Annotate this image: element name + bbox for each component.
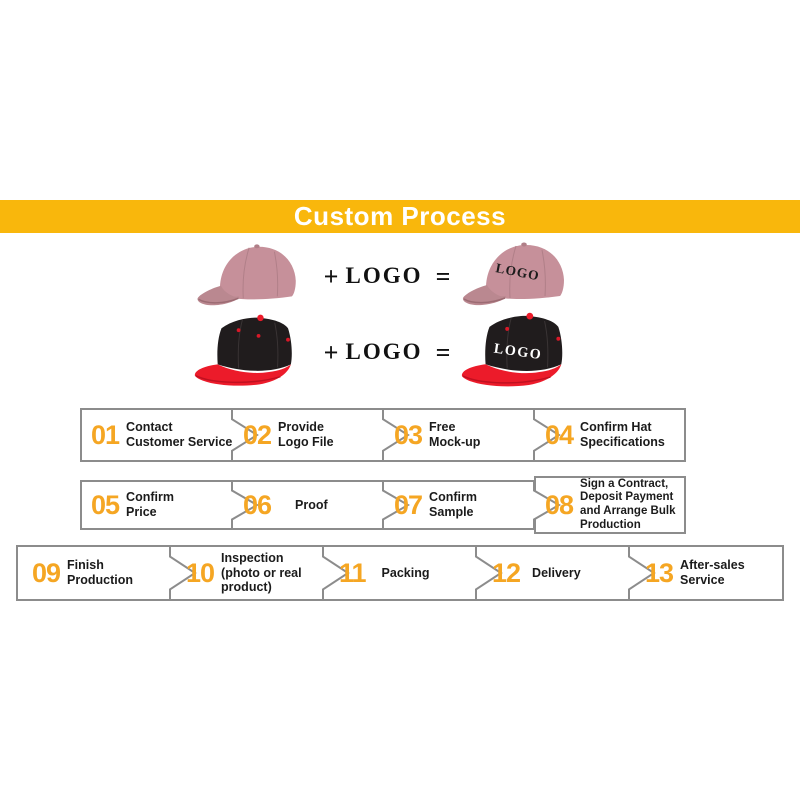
step-01: 01 Contact Customer Service	[82, 410, 234, 460]
plus-sign: +	[323, 262, 339, 291]
step-07: 07 Confirm Sample	[385, 482, 537, 528]
chevron-separator-icon	[169, 547, 199, 599]
chevron-separator-icon	[382, 410, 412, 460]
step-number: 02	[243, 419, 272, 450]
chevron-separator-icon	[533, 410, 563, 460]
step-number: 06	[243, 489, 272, 520]
step-04: 04 Confirm Hat Specifications	[536, 410, 688, 460]
step-08: 08 Sign a Contract, Deposit Payment and …	[536, 478, 688, 531]
banner-title: Custom Process	[293, 201, 507, 231]
logo-word: LOGO	[345, 263, 423, 288]
chevron-separator-icon	[475, 547, 505, 599]
step-number: 05	[91, 489, 120, 520]
chevron-separator-icon	[231, 482, 261, 528]
step-number: 11	[339, 557, 367, 588]
step-label: Inspection (photo or real product)	[221, 550, 302, 595]
step-number: 10	[186, 557, 215, 588]
step-label: Finish Production	[67, 558, 134, 587]
step-label: Provide Logo File	[278, 420, 334, 449]
step-label: Packing	[381, 565, 430, 580]
pink-cap-with-logo-photo: LOGO	[462, 242, 564, 306]
chevron-separator-icon	[628, 547, 658, 599]
step-13: 13 After-sales Service	[631, 547, 785, 599]
step-number: 12	[492, 557, 521, 588]
step-label: Free Mock-up	[429, 420, 481, 449]
step-number: 04	[545, 419, 574, 450]
process-row-2: 05 Confirm Price 06 Proof 07 Confirm Sam…	[80, 476, 688, 534]
chevron-separator-icon	[322, 547, 352, 599]
pink-cap-photo	[197, 244, 296, 306]
logo-word: LOGO	[345, 339, 423, 364]
step-09: 09 Finish Production	[18, 547, 172, 599]
step-number: 08	[545, 489, 574, 520]
step-label: Confirm Price	[126, 490, 174, 519]
step-label: Proof	[295, 497, 328, 512]
plus-sign: +	[323, 338, 339, 367]
step-02: 02 Provide Logo File	[234, 410, 386, 460]
chevron-separator-icon	[382, 482, 412, 528]
process-row-3: 09 Finish Production 10 Inspection (phot…	[16, 545, 784, 601]
equals-sign: =	[435, 262, 451, 291]
step-10: 10 Inspection (photo or real product)	[172, 547, 326, 599]
step-06: 06 Proof	[234, 482, 386, 528]
black-cap-with-logo-photo: LOGO	[461, 312, 563, 387]
step-number: 07	[394, 489, 423, 520]
chevron-separator-icon	[231, 410, 261, 460]
step-number: 03	[394, 419, 423, 450]
step-label: Delivery	[532, 565, 581, 580]
step-11: 11 Packing	[325, 547, 479, 599]
equals-sign: =	[435, 338, 451, 367]
step-label: Confirm Sample	[429, 490, 477, 519]
black-cap-photo	[194, 314, 292, 386]
step-12: 12 Delivery	[478, 547, 632, 599]
process-row-1: 01 Contact Customer Service 02 Provide L…	[80, 408, 686, 462]
banner: Custom Process	[0, 200, 800, 233]
step-label: After-sales Service	[680, 558, 745, 587]
step-label: Confirm Hat Specifications	[580, 420, 665, 449]
step-03: 03 Free Mock-up	[385, 410, 537, 460]
step-label: Contact Customer Service	[126, 420, 233, 449]
chevron-separator-icon	[533, 482, 563, 528]
step-number: 13	[645, 557, 674, 588]
step-number: 01	[91, 419, 120, 450]
step-label: Sign a Contract, Deposit Payment and Arr…	[580, 477, 676, 531]
step-number: 09	[32, 557, 61, 588]
step-05: 05 Confirm Price	[82, 482, 234, 528]
cap-logo-text: LOGO	[493, 341, 543, 364]
